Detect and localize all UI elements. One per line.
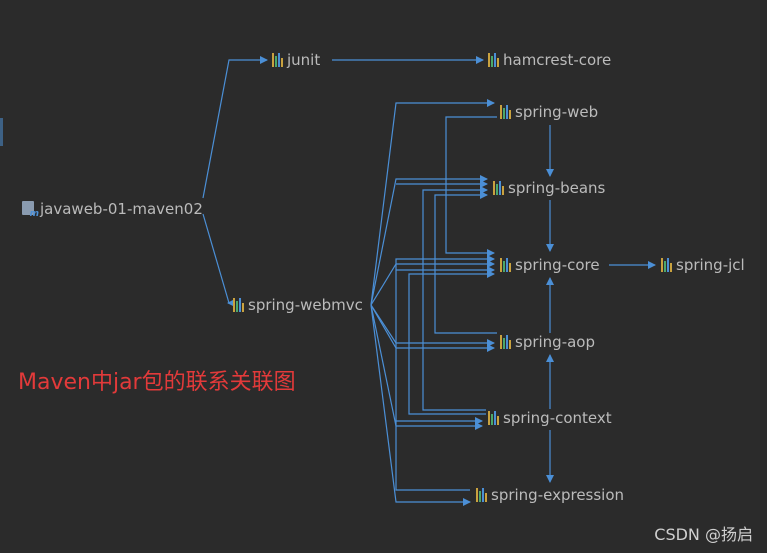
node-label: hamcrest-core [503,51,612,69]
node-spring-web[interactable]: spring-web [500,103,598,121]
library-icon [500,335,511,349]
edge-expression-core [395,255,495,491]
node-label: spring-context [503,409,612,427]
watermark: CSDN @扬启 [654,525,753,544]
edge-aop-beans [434,191,497,334]
node-junit[interactable]: junit [272,51,320,69]
node-label: spring-aop [515,333,596,351]
node-label: spring-expression [491,486,625,504]
edge-webmvc-web [370,99,495,306]
edge-root-junit [202,56,268,199]
editor-gutter-marker [0,118,3,146]
node-label: junit [287,51,321,69]
edge-webmvc-aop-2 [370,304,495,347]
library-icon [476,488,487,502]
node-spring-jcl[interactable]: spring-jcl [661,256,745,274]
node-label: spring-core [515,256,600,274]
library-icon [500,105,511,119]
edge-webmvc-beans [370,175,488,306]
maven-module-icon: m [22,201,39,219]
edge-root-webmvc [202,213,235,307]
edge-webmvc-expression [370,304,471,506]
library-icon [272,53,283,67]
edge-context-beans [422,186,488,411]
library-icon [493,181,504,195]
library-icon [500,258,511,272]
edge-web-core [445,116,497,257]
root-module-node[interactable]: m javaweb-01-maven02 [22,200,203,219]
edge-webmvc-context [370,304,483,430]
edge-context-core [408,270,495,415]
library-icon [488,411,499,425]
node-label: spring-beans [508,179,606,197]
node-spring-webmvc[interactable]: spring-webmvc [233,296,363,314]
node-spring-core[interactable]: spring-core [500,256,600,274]
node-hamcrest-core[interactable]: hamcrest-core [488,51,611,69]
node-spring-aop[interactable]: spring-aop [500,333,595,351]
library-icon [488,53,499,67]
library-icon [233,298,244,312]
root-module-label: javaweb-01-maven02 [40,200,203,218]
node-spring-beans[interactable]: spring-beans [493,179,605,197]
node-spring-expression[interactable]: spring-expression [476,486,624,504]
node-label: spring-web [515,103,599,121]
diagram-caption: Maven中jar包的联系关联图 [18,370,296,395]
library-icon [661,258,672,272]
edge-webmvc-aop [370,304,495,352]
node-spring-context[interactable]: spring-context [488,409,612,427]
node-label: spring-webmvc [248,296,363,314]
node-label: spring-jcl [676,256,745,274]
